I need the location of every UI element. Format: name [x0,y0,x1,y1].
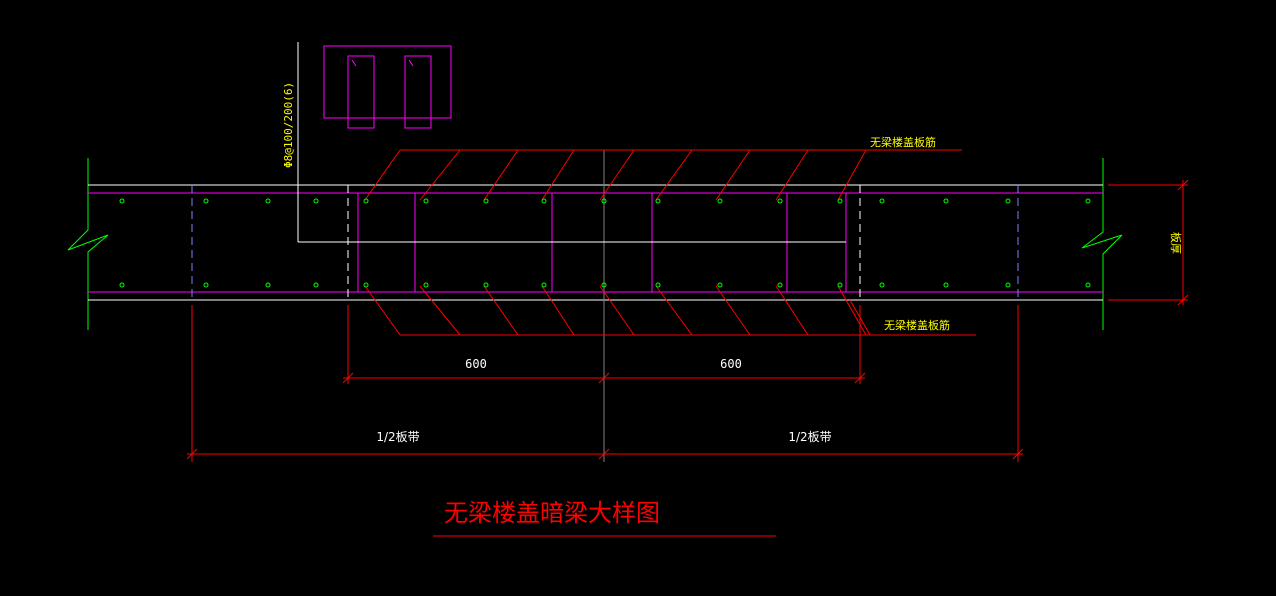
rebar-dot [1005,198,1011,204]
stirrup-spec-label: Φ8@100/200(6) [282,82,295,168]
rebar-dot [837,282,843,288]
bottom-rebar-label: 无梁楼盖板筋 [884,318,950,332]
rebar-dot [265,198,271,204]
rebar-dot [483,282,489,288]
main-rebar-lines [88,192,1103,293]
drawing-title: 无梁楼盖暗梁大样图 [444,499,660,527]
rebar-dot [1005,282,1011,288]
rebar-dot [943,282,949,288]
rebar-dot [655,282,661,288]
rebar-dot [777,198,783,204]
slab-thickness-dimension [1108,179,1189,306]
rebar-dot [119,198,125,204]
rebar-dot [879,198,885,204]
rebar-dot [541,198,547,204]
rebar-dot [837,198,843,204]
rebar-dot [601,198,607,204]
rebar-dot [717,282,723,288]
top-rebar-leader [364,149,962,201]
rebar-dot [363,198,369,204]
dim-600-right-label: 600 [720,357,742,371]
slab-thickness-label: 板厚 [1169,232,1183,254]
dim-half-left-label: 1/2板带 [376,430,419,444]
rebar-dot [363,282,369,288]
rebar-dot [777,282,783,288]
left-break-line [67,158,109,330]
rebar-dot [483,198,489,204]
rebar-dot [203,198,209,204]
dim-half-right-label: 1/2板带 [788,430,831,444]
rebar-dot [1085,282,1091,288]
rebar-dot [655,198,661,204]
rebar-dot [265,282,271,288]
stirrup-leader [297,42,846,243]
dimension-600 [342,305,866,384]
rebar-dots [119,198,1091,288]
rebar-dot [601,282,607,288]
right-break-line [1081,158,1123,330]
rebar-dot [313,198,319,204]
slab-outline [88,184,1103,301]
rebar-dot [203,282,209,288]
dimension-half-strip [186,305,1024,462]
bottom-rebar-leader [364,285,976,336]
rebar-dot [717,198,723,204]
rebar-dot [541,282,547,288]
rebar-dot [119,282,125,288]
dim-600-left-label: 600 [465,357,487,371]
stirrup-section-detail [323,45,452,129]
rebar-dot [423,282,429,288]
rebar-dot [313,282,319,288]
rebar-dot [423,198,429,204]
rebar-dot [1085,198,1091,204]
rebar-dot [879,282,885,288]
top-rebar-label: 无梁楼盖板筋 [870,135,936,149]
rebar-dot [943,198,949,204]
